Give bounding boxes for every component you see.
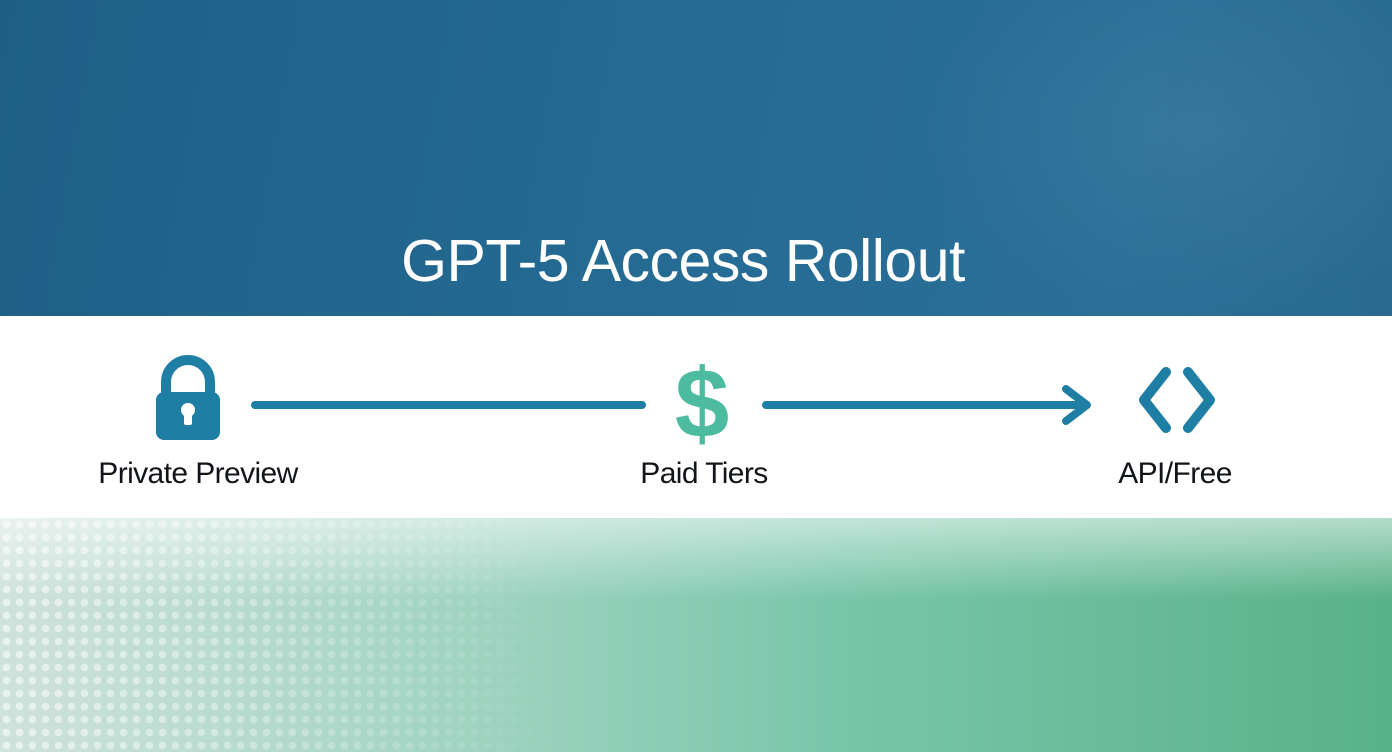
stage-label-api-free: API/Free	[1118, 457, 1232, 490]
svg-text:$: $	[675, 352, 730, 446]
lock-icon	[156, 355, 220, 440]
connector-arrow	[762, 385, 1091, 425]
stage-label-private-preview: Private Preview	[98, 457, 298, 490]
dollar-icon: $	[675, 352, 730, 446]
code-brackets-icon	[1139, 367, 1215, 433]
diagram-title: GPT-5 Access Rollout	[401, 228, 965, 294]
header-banner: GPT-5 Access Rollout	[0, 0, 1392, 316]
stage-label-paid-tiers: Paid Tiers	[640, 457, 768, 490]
connector-line	[251, 401, 646, 409]
halftone-dot-pattern	[0, 518, 560, 752]
footer-gradient	[0, 518, 1392, 752]
